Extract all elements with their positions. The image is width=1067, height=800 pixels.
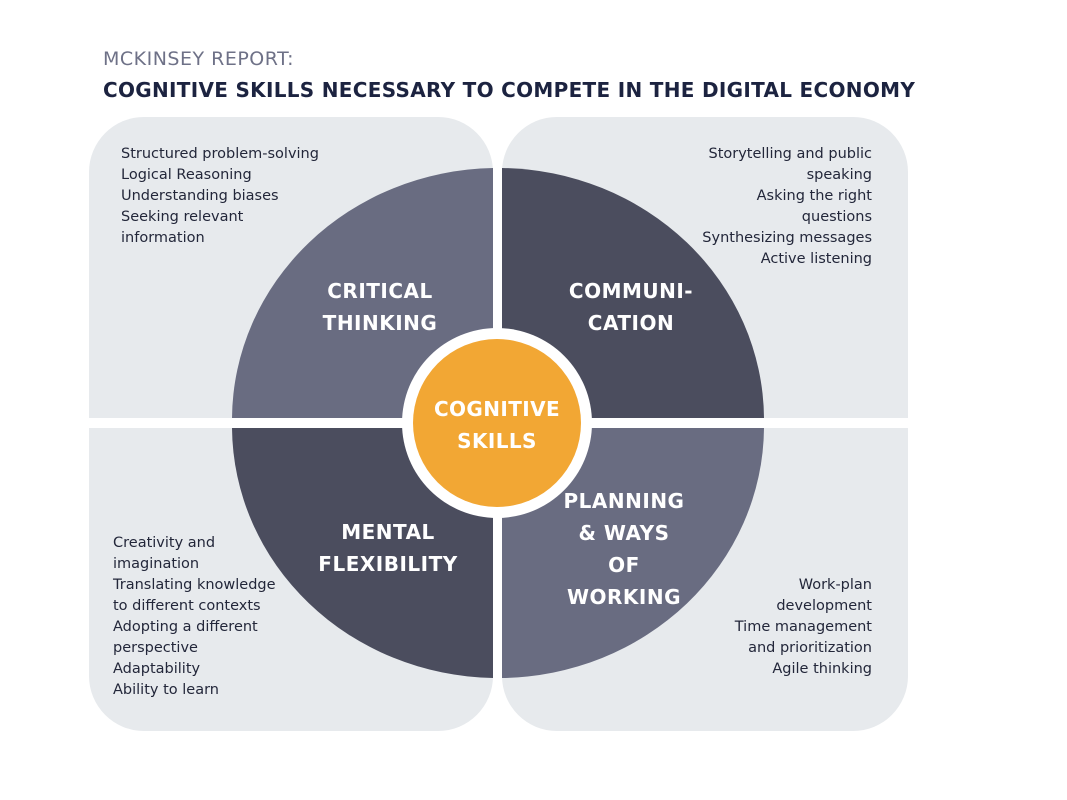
list-item: Active listening	[760, 251, 872, 267]
list-item: questions	[801, 209, 872, 225]
list-item: imagination	[113, 556, 200, 572]
center-label: COGNITIVE SKILLS	[433, 397, 561, 453]
list-item: Creativity and	[113, 535, 216, 551]
list-item: Structured problem-solving	[121, 146, 319, 162]
list-item: Ability to learn	[113, 682, 219, 698]
list-item: and prioritization	[748, 640, 872, 656]
list-item: Logical Reasoning	[121, 167, 252, 183]
report-source-title: MCKINSEY REPORT:	[103, 48, 295, 70]
center-circle	[413, 339, 581, 507]
list-item: Storytelling and public	[708, 146, 872, 162]
quadrant-critical-thinking	[232, 168, 493, 418]
list-critical-thinking: Structured problem-solving Logical Reaso…	[121, 144, 381, 249]
quadrant-mental-flexibility	[232, 428, 493, 678]
quadrant-communication	[502, 168, 764, 418]
list-item: Synthesizing messages	[702, 230, 872, 246]
list-item: Asking the right	[756, 188, 872, 204]
list-item: Agile thinking	[772, 661, 872, 677]
list-item: Adopting a different	[113, 619, 258, 635]
list-item: Translating knowledge	[113, 577, 276, 593]
list-item: Work-plan	[798, 577, 872, 593]
list-item: speaking	[806, 167, 872, 183]
list-item: Seeking relevant	[121, 209, 244, 225]
label-critical-thinking: CRITICAL THINKING	[322, 279, 438, 335]
list-item: development	[776, 598, 872, 614]
list-communication: Storytelling and public speaking Asking …	[672, 144, 872, 270]
label-mental-flexibility: MENTAL FLEXIBILITY	[318, 520, 458, 576]
list-item: Time management	[734, 619, 872, 635]
list-planning: Work-plan development Time management an…	[692, 575, 872, 680]
list-item: perspective	[113, 640, 198, 656]
page-title: COGNITIVE SKILLS NECESSARY TO COMPETE IN…	[103, 78, 916, 102]
list-item: to different contexts	[113, 598, 261, 614]
list-item: Adaptability	[113, 661, 201, 677]
list-mental-flexibility: Creativity and imagination Translating k…	[113, 533, 313, 701]
list-item: information	[121, 230, 205, 246]
quadrant-planning	[502, 428, 764, 678]
label-communication: COMMUNI- CATION	[568, 279, 694, 335]
label-planning: PLANNING & WAYS OF WORKING	[563, 489, 685, 609]
list-item: Understanding biases	[121, 188, 279, 204]
